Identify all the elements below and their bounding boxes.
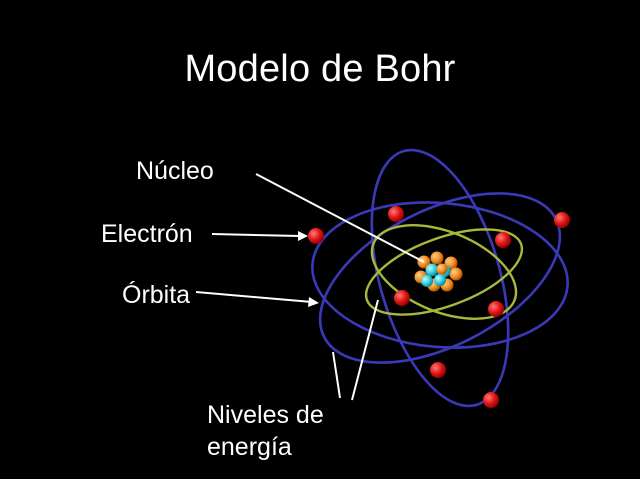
electron — [430, 362, 446, 378]
electron — [495, 232, 511, 248]
nucleus — [414, 251, 463, 292]
electron — [554, 212, 570, 228]
neutron — [425, 263, 439, 277]
electron — [388, 206, 404, 222]
pointer-lines — [195, 173, 425, 401]
label-energy-levels: Niveles de energía — [207, 399, 324, 463]
label-electron: Electrón — [101, 220, 193, 248]
pointer-nucleus — [255, 173, 425, 263]
proton — [430, 251, 444, 265]
electron — [394, 290, 410, 306]
pointer-orbit — [195, 291, 313, 303]
inner-orbit-2 — [370, 224, 518, 320]
pointer-energy-level-2 — [351, 299, 379, 401]
outer-orbits — [311, 148, 569, 408]
label-orbit: Órbita — [122, 281, 191, 309]
arrowhead-electron — [298, 231, 308, 241]
slide-title: Modelo de Bohr — [184, 48, 456, 90]
proton — [436, 263, 448, 275]
outer-orbit-3 — [370, 148, 510, 408]
label-energy-levels-line1: Niveles de — [207, 401, 324, 429]
electron — [488, 301, 504, 317]
label-energy-levels-line2: energía — [207, 433, 292, 461]
inner-orbit-1 — [364, 228, 524, 316]
pointer-electron — [211, 233, 301, 237]
neutron — [421, 275, 433, 287]
pointer-energy-level-1 — [332, 351, 341, 399]
electrons — [308, 206, 570, 408]
proton — [449, 267, 463, 281]
electron — [308, 228, 324, 244]
label-nucleus: Núcleo — [136, 157, 214, 185]
arrowhead-orbit — [308, 297, 319, 307]
pointer-arrowheads — [298, 231, 319, 307]
electron — [483, 392, 499, 408]
inner-orbits — [364, 224, 524, 320]
neutron — [434, 274, 446, 286]
